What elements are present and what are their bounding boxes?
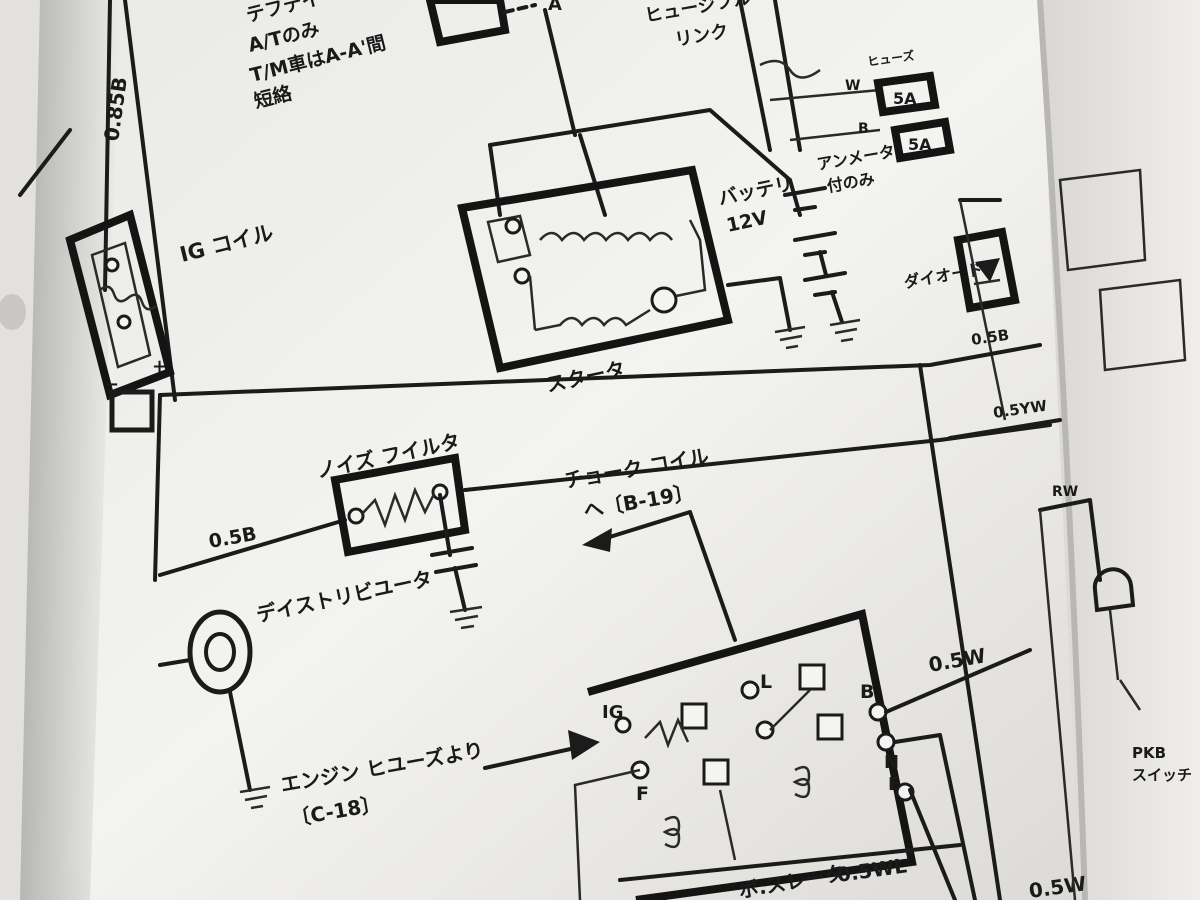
noise-filter xyxy=(330,453,470,557)
terminal-ig: IG xyxy=(602,702,623,723)
coil-icon xyxy=(534,308,651,332)
wire-0.5wl xyxy=(618,843,962,882)
distributor xyxy=(187,609,253,695)
label-fuse-header: ヒューズ xyxy=(866,48,915,69)
wire-a-down xyxy=(543,8,577,137)
wire-rw-down xyxy=(1038,509,1077,900)
ground-icon xyxy=(774,325,806,350)
motor-icon xyxy=(650,286,678,314)
wire-diode-down xyxy=(958,199,1007,421)
ground-icon xyxy=(829,318,861,343)
fuse-2-rating: 5A xyxy=(908,135,932,154)
wire-0.5w xyxy=(884,648,1032,714)
ig-coil: − + xyxy=(65,209,175,433)
wire-starter-mid xyxy=(578,133,607,217)
wire-starter-ground xyxy=(726,276,792,332)
label-point-a: A xyxy=(548,0,562,15)
wire-right-vertical xyxy=(918,363,1002,900)
wire-0.85b xyxy=(123,0,177,402)
capacitor-icon xyxy=(430,493,478,612)
terminal-l: L xyxy=(760,671,772,693)
wire-ig-down xyxy=(153,393,162,582)
wire-e xyxy=(908,788,957,900)
wire-rw xyxy=(1038,498,1102,582)
wire-0.5b-left xyxy=(158,518,347,577)
dashed-link xyxy=(503,3,537,14)
terminal-n: N xyxy=(884,752,899,773)
battery-icon xyxy=(783,178,861,343)
wire-dist-ground xyxy=(228,690,252,792)
wire-starter-top xyxy=(488,108,792,182)
starter xyxy=(457,165,733,373)
svg-text:−: − xyxy=(104,374,119,395)
top-relay-box xyxy=(425,0,510,47)
bulb-icon xyxy=(1092,567,1142,711)
right-page-curl xyxy=(1040,0,1200,900)
wire-fusible-2 xyxy=(773,0,802,152)
wire-top-left xyxy=(103,0,112,292)
fuse-2: 5A xyxy=(890,117,955,163)
wire-engine-fuse xyxy=(483,746,577,770)
resistor-icon xyxy=(361,486,436,529)
right-page-box-2 xyxy=(1098,278,1187,372)
ground-icon xyxy=(239,785,271,810)
coil-icon xyxy=(662,815,681,849)
terminal-e: E xyxy=(888,774,900,795)
wire-fusible xyxy=(738,0,772,152)
wire-dist-left xyxy=(158,658,192,667)
wire-choke xyxy=(463,423,1052,492)
fuse-1-rating: 5A xyxy=(893,89,917,108)
wire-n xyxy=(893,733,977,900)
fusible-link-icon xyxy=(759,59,821,79)
label-wire-w-top: W xyxy=(845,78,860,94)
fuse-1: 5A xyxy=(873,71,940,117)
ground-icon xyxy=(449,605,483,630)
spine-shadow xyxy=(20,0,120,900)
arrow-icon xyxy=(582,528,612,552)
terminal-b: B xyxy=(860,681,874,703)
wire-choke-down xyxy=(688,510,737,642)
label-wire-0.5b-right: 0.5B xyxy=(970,326,1010,349)
page-fold xyxy=(1037,0,1088,900)
coil-icon xyxy=(99,285,157,311)
label-pkb-1: PKB xyxy=(1132,744,1166,762)
arrow-icon xyxy=(568,730,600,760)
wire-main-0.5b xyxy=(158,343,1042,397)
fuse-wires xyxy=(769,88,881,142)
binding-ring xyxy=(0,294,26,330)
svg-text:+: + xyxy=(152,356,167,377)
label-wire-rw: RW xyxy=(1052,484,1078,500)
coil-icon xyxy=(792,765,811,799)
wire-choke-arrow xyxy=(598,510,692,542)
terminal-f: F xyxy=(636,783,649,805)
label-wire-b-top: B xyxy=(858,121,869,137)
resistor-icon xyxy=(644,716,690,749)
coil-icon xyxy=(539,231,674,243)
voltage-regulator: IG F L B N E xyxy=(573,608,917,900)
label-pkb-2: スイッチ xyxy=(1132,766,1192,784)
right-page-box xyxy=(1058,168,1147,272)
diode-icon xyxy=(953,227,1020,313)
wire-left-edge xyxy=(18,128,72,197)
